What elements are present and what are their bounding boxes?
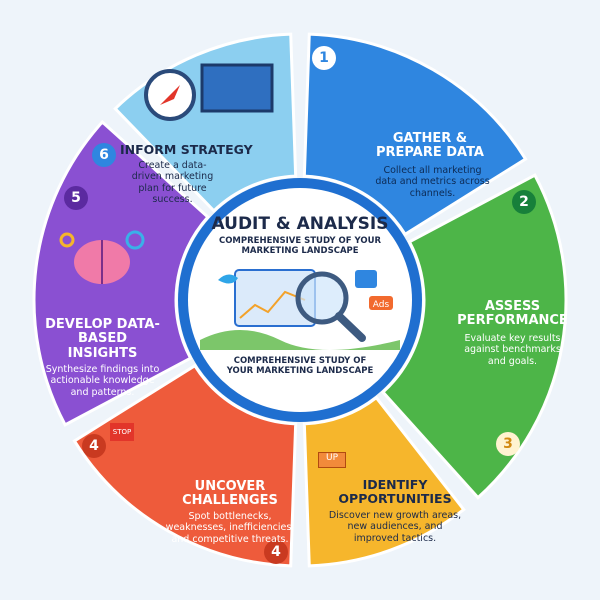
step-6-number: 6 [92, 143, 116, 167]
step-4-title: UNCOVER CHALLENGES [182, 479, 278, 509]
center-subtitle-bottom: COMPREHENSIVE STUDY OF YOUR MARKETING LA… [226, 356, 374, 377]
hills-icon [200, 330, 400, 350]
twitter-icon [218, 274, 238, 284]
step-3-number: 3 [496, 432, 520, 456]
stop-sign-icon: STOP [110, 423, 134, 441]
step-2-number: 2 [512, 190, 536, 214]
step-1-description: Collect all marketing data and metrics a… [375, 165, 490, 199]
segment-gather-data [302, 32, 528, 237]
step-1-title: GATHER & PREPARE DATA [376, 131, 484, 161]
magnifier-icon [234, 269, 366, 342]
up-sign-icon: UP [318, 452, 346, 468]
compass-map-icon [144, 63, 274, 121]
step-6-description: Create a data-driven marketing plan for … [131, 160, 214, 206]
camera-icon [355, 270, 377, 288]
step-6-title: INFORM STRATEGY [120, 142, 253, 157]
segment-assess-performance [380, 173, 568, 500]
step-5-title: DEVELOP DATA-BASED INSIGHTS [45, 317, 160, 361]
segment-identify-opportunities [302, 395, 466, 568]
step-5-description: Synthesize findings into actionable know… [45, 364, 160, 398]
step-2-description: Evaluate key results against benchmarks … [464, 333, 561, 367]
step-4-number: 4 [82, 434, 106, 458]
center-title: AUDIT & ANALYSIS [211, 214, 389, 234]
step-1-number: 1 [312, 46, 336, 70]
step-4-description: Spot bottlenecks, weaknesses, inefficien… [165, 511, 295, 545]
center-subtitle-top: COMPREHENSIVE STUDY OF YOUR MARKETING LA… [218, 236, 382, 257]
step-2-title: ASSESS PERFORMANCE [457, 299, 568, 329]
step-3-description: Discover new growth areas, new audiences… [328, 510, 462, 544]
step-3-title: IDENTIFY OPPORTUNITIES [338, 477, 452, 506]
step-5-number: 5 [64, 186, 88, 210]
ads-badge-label: Ads [373, 300, 390, 310]
ads-badge [369, 296, 393, 310]
segment-uncover-challenges [72, 363, 298, 568]
step-4-number-bottom: 4 [264, 540, 288, 564]
brain-icon [59, 230, 145, 284]
